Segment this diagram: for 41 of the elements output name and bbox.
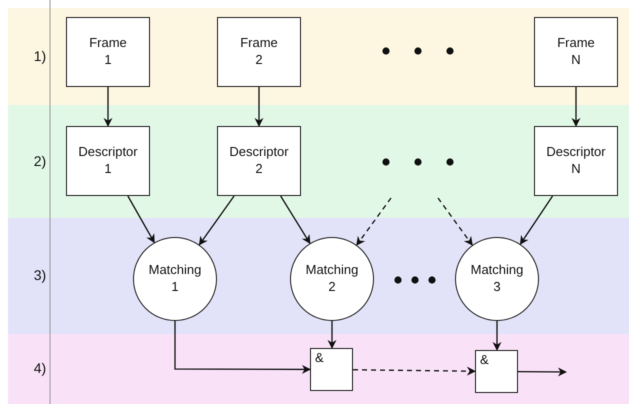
arrow <box>328 321 336 349</box>
process-box <box>534 17 618 87</box>
and-gate-box <box>310 348 353 391</box>
row-band <box>8 8 629 105</box>
arrow <box>254 87 264 127</box>
process-box <box>217 17 301 87</box>
node-label: Frame 1 <box>89 35 127 69</box>
and-gate-box <box>475 350 518 393</box>
node-label: Matching 3 <box>470 262 524 296</box>
arrow <box>356 198 392 246</box>
arrow <box>492 321 502 351</box>
node-label: Descriptor 2 <box>229 144 289 178</box>
node-label: Frame 2 <box>240 35 278 69</box>
arrow <box>127 196 155 244</box>
node-label: Descriptor 1 <box>78 144 138 178</box>
arrow <box>174 321 311 374</box>
arrow <box>353 366 476 376</box>
and-symbol: & <box>480 352 489 369</box>
row-number: 1) <box>32 48 48 64</box>
process-box <box>66 17 150 87</box>
arrow <box>520 196 554 245</box>
row-band <box>8 105 629 218</box>
and-symbol: & <box>315 350 324 367</box>
node-label: Descriptor N <box>546 144 606 178</box>
arrow <box>572 87 580 127</box>
arrow <box>437 198 473 246</box>
process-box <box>217 126 301 196</box>
arrow <box>104 87 112 127</box>
arrow <box>280 196 310 244</box>
node-label: Frame N <box>557 35 595 69</box>
node-label: Matching 2 <box>306 262 358 296</box>
process-box <box>66 126 150 196</box>
row-band <box>8 218 629 334</box>
row-band <box>8 334 629 404</box>
row-number: 2) <box>32 152 48 168</box>
row-number: 3) <box>32 267 48 283</box>
process-box <box>534 126 618 196</box>
arrow <box>518 367 567 376</box>
node-label: Matching 1 <box>148 262 202 296</box>
row-number: 4) <box>32 360 48 376</box>
arrow <box>198 196 235 246</box>
